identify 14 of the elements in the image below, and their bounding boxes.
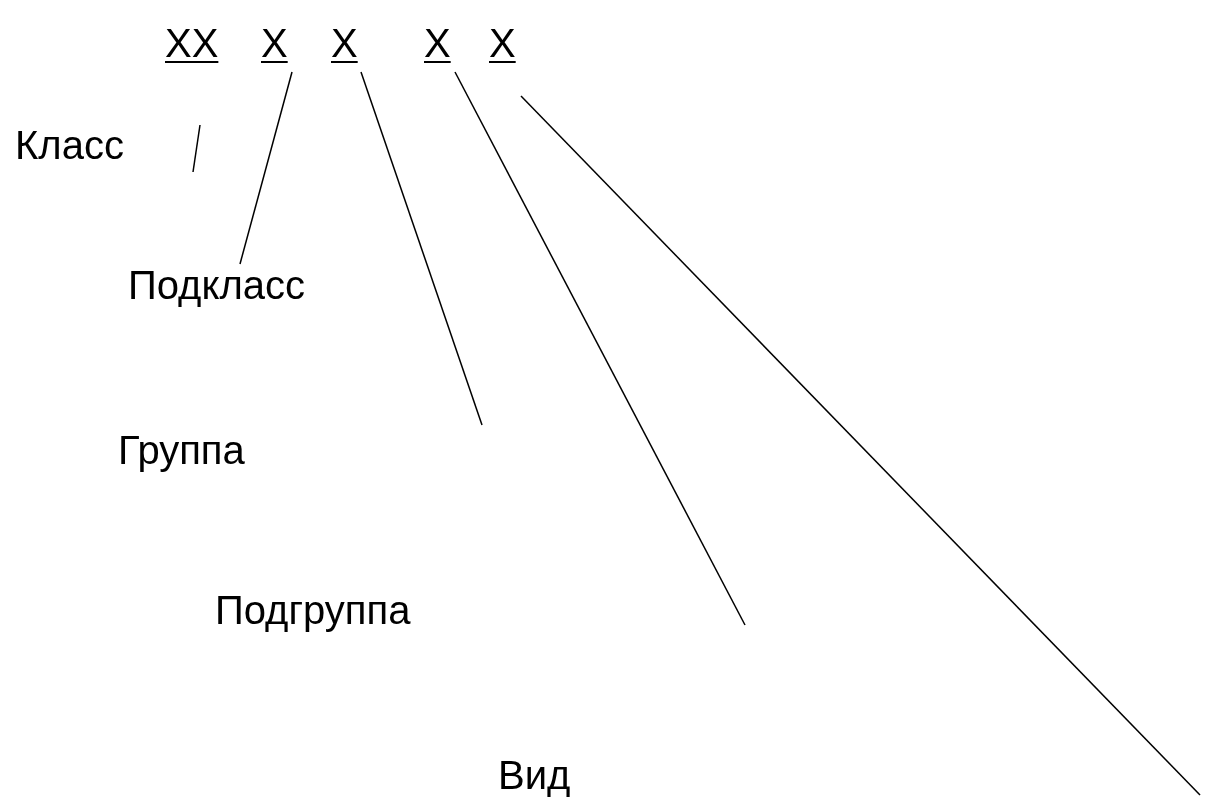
code-digit: X [489, 20, 516, 66]
leader-line [454, 71, 746, 626]
level-label: Подкласс [128, 262, 305, 308]
code-digit: X [331, 20, 358, 66]
leader-line [360, 71, 483, 426]
level-label: Вид [498, 752, 571, 798]
code-digit: XX [165, 20, 219, 66]
leader-line [520, 95, 1201, 796]
level-label: Подгруппа [215, 587, 411, 633]
code-digit: X [261, 20, 288, 66]
level-label: Класс [15, 122, 195, 168]
leader-line [239, 71, 293, 265]
code-digit: X [424, 20, 451, 66]
level-label: Группа [118, 427, 245, 473]
